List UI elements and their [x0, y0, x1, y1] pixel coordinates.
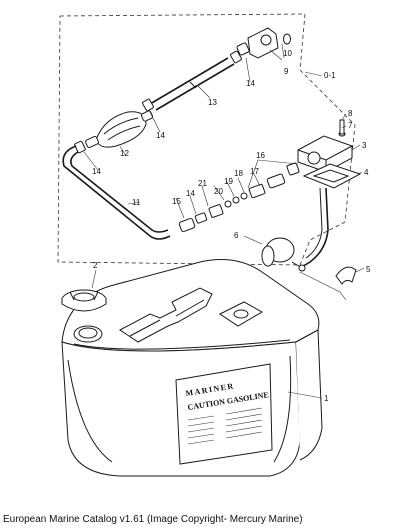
pickup-housing-3 [297, 119, 353, 173]
part-label-7: 7 [348, 121, 353, 130]
part-label-17: 17 [250, 167, 259, 176]
part-label-14-mid: 14 [156, 131, 165, 140]
part-label-5: 5 [366, 265, 371, 274]
part-label-1: 1 [324, 394, 329, 403]
part-label-16: 16 [256, 151, 265, 160]
retaining-clip-5 [335, 266, 357, 285]
part-label-11: 11 [132, 198, 141, 207]
part-label-19: 19 [224, 177, 233, 186]
tank-label-fine-print [187, 407, 263, 445]
part-label-14-left: 14 [92, 167, 101, 176]
fuel-hose-13 [149, 57, 235, 111]
filler-cap-2 [61, 289, 107, 312]
part-label-0-1: 0-1 [324, 71, 336, 80]
pickup-tube [299, 187, 329, 269]
hose-clamp-14-left [74, 140, 86, 154]
part-label-18: 18 [234, 169, 243, 178]
part-label-8: 8 [348, 109, 353, 118]
hose-clamp-14-top [230, 50, 242, 64]
part-label-21: 21 [198, 179, 207, 188]
fitting-assembly-15-21 [178, 159, 300, 233]
part-label-20: 20 [214, 187, 223, 196]
part-label-12: 12 [120, 149, 129, 158]
part-label-14-top: 14 [246, 79, 255, 88]
leader-lines [83, 43, 365, 399]
part-label-15: 15 [172, 197, 181, 206]
fuel-line-kit-outline [57, 13, 356, 266]
fuel-hose-11 [62, 145, 171, 240]
part-label-10: 10 [283, 49, 292, 58]
primer-bulb-12 [85, 110, 154, 149]
gauge-float-6 [261, 237, 306, 272]
part-label-3: 3 [362, 141, 367, 150]
part-label-9: 9 [284, 67, 289, 76]
fuel-tank-1 [61, 259, 323, 477]
fuel-tank-exploded-diagram: MARINER CAUTION GASOLINE [57, 13, 371, 477]
gasket-4 [302, 163, 362, 189]
part-label-2: 2 [93, 261, 98, 270]
part-label-14-bottom: 14 [186, 189, 195, 198]
part-label-6: 6 [234, 231, 239, 240]
float-arm [299, 271, 347, 301]
image-copyright-caption: European Marine Catalog v1.61 (Image Cop… [3, 514, 303, 525]
hose-clamp-14-mid [142, 98, 154, 112]
part-label-13: 13 [208, 98, 217, 107]
part-label-4: 4 [364, 168, 369, 177]
